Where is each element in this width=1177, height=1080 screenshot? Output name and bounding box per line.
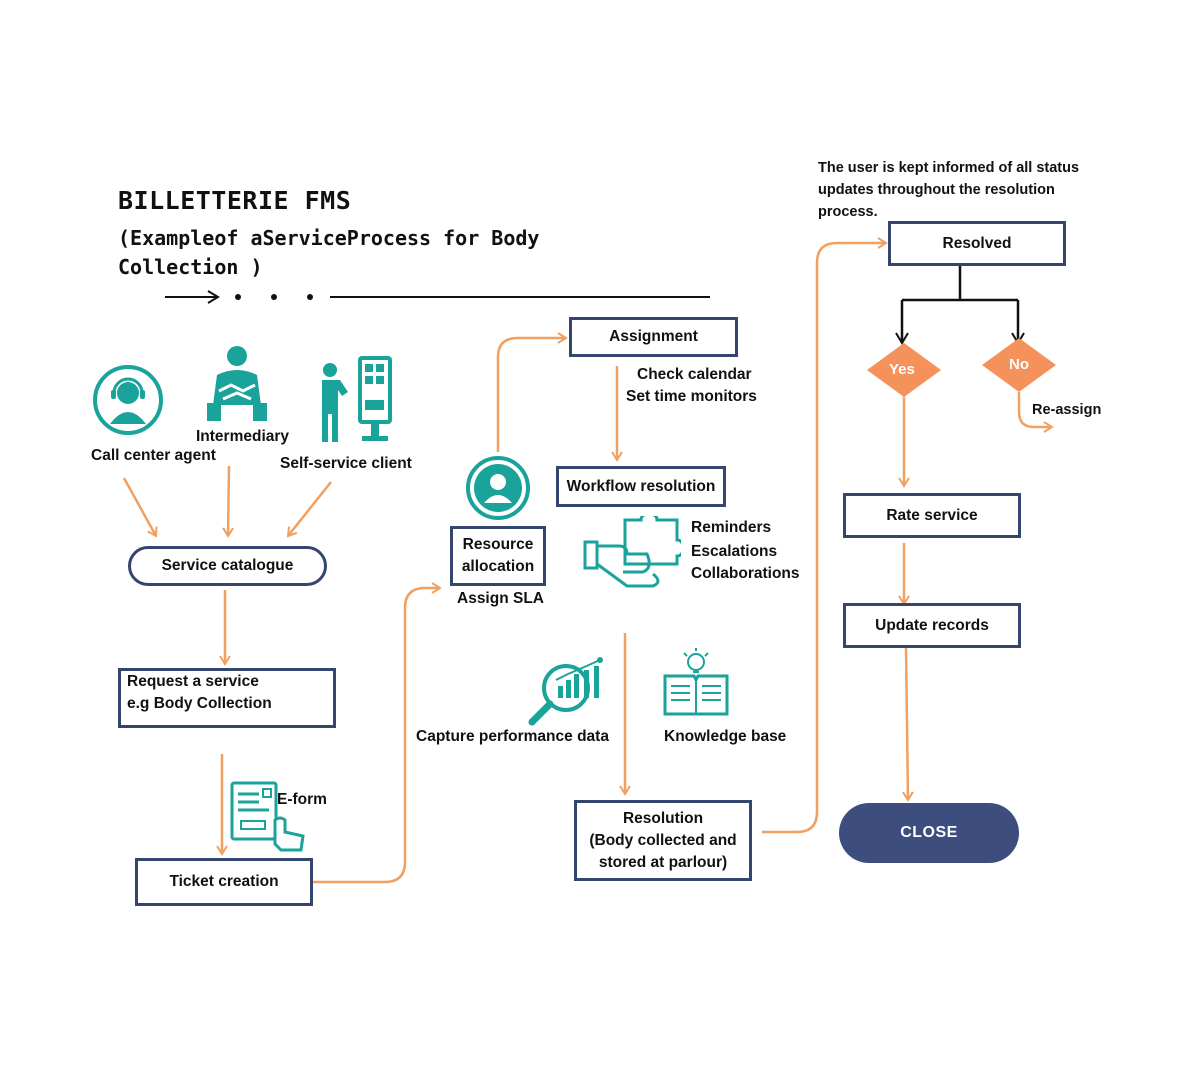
page-subtitle: (Exampleof aServiceProcess for Body Coll…	[118, 226, 540, 279]
capture-performance-label: Capture performance data	[416, 728, 609, 745]
reassign-label: Re-assign	[1032, 402, 1102, 418]
arrow-resolution-resolved	[762, 237, 888, 834]
request-line1: Request a service	[127, 673, 259, 690]
arrow-resource-assignment	[496, 332, 568, 452]
puzzle-hand-icon	[583, 512, 685, 590]
yes-diamond	[867, 343, 941, 397]
resolution-line1: Resolution	[622, 809, 704, 827]
arrow-selfservice-catalogue	[286, 481, 332, 538]
yes-label: Yes	[889, 361, 915, 378]
set-time-monitors-label: Set time monitors	[626, 388, 757, 405]
self-service-label: Self-service client	[280, 455, 412, 472]
ticket-creation-node: Ticket creation	[135, 858, 313, 906]
assignment-node: Assignment	[569, 317, 738, 357]
close-node: CLOSE	[839, 803, 1019, 863]
arrow-update-close	[902, 647, 914, 802]
escalations-label: Escalations	[691, 543, 778, 560]
header-arrow-decoration	[165, 290, 710, 304]
user-avatar-icon	[465, 455, 531, 521]
kiosk-icon	[314, 356, 394, 446]
headset-agent-icon	[92, 364, 164, 436]
resource-allocation-node: Resource allocation	[450, 526, 546, 586]
intermediary-label: Intermediary	[196, 428, 290, 445]
assign-sla-label: Assign SLA	[457, 590, 544, 607]
resolution-line3: stored at parlour)	[598, 853, 728, 871]
handshake-icon	[203, 343, 271, 427]
resolution-node: Resolution (Body collected and stored at…	[574, 800, 752, 881]
analytics-magnifier-icon	[526, 656, 608, 728]
workflow-resolution-node: Workflow resolution	[556, 466, 726, 507]
resource-line1: Resource	[462, 536, 534, 553]
page-title: BILLETTERIE FMS	[118, 186, 352, 215]
resource-line2: allocation	[461, 558, 535, 575]
check-calendar-label: Check calendar	[637, 366, 752, 383]
eform-icon	[229, 780, 307, 858]
update-records-node: Update records	[843, 603, 1021, 648]
arrow-intermediary-catalogue	[222, 465, 234, 538]
arrow-no-reassign	[1017, 392, 1054, 433]
no-diamond	[982, 338, 1056, 392]
no-label: No	[1009, 356, 1029, 373]
resolution-line2: (Body collected and	[589, 831, 737, 849]
call-center-label: Call center agent	[91, 447, 216, 464]
collaborations-label: Collaborations	[691, 565, 800, 582]
status-note: The user is kept informed of all status …	[818, 160, 1080, 220]
resolved-node: Resolved	[888, 221, 1066, 266]
request-service-node: Request a service e.g Body Collection	[118, 668, 336, 728]
service-catalogue-node: Service catalogue	[128, 546, 327, 586]
resolved-branch	[895, 266, 1025, 345]
request-line2: e.g Body Collection	[127, 695, 272, 712]
rate-service-node: Rate service	[843, 493, 1021, 538]
arrow-ticket-resource	[313, 582, 442, 884]
reminders-label: Reminders	[691, 519, 772, 536]
arrow-callcenter-catalogue	[122, 477, 158, 538]
eform-label: E-form	[277, 791, 327, 808]
book-lightbulb-icon	[662, 648, 730, 718]
knowledge-base-label: Knowledge base	[664, 728, 787, 745]
